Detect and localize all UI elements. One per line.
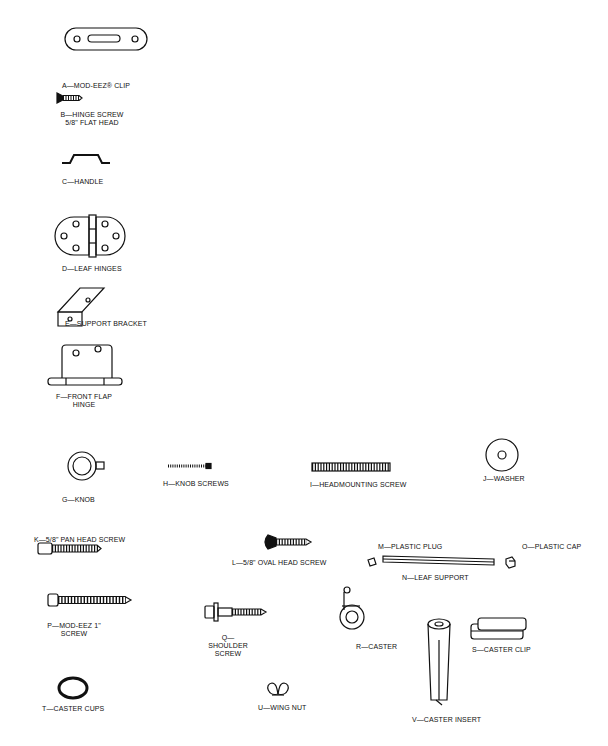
part-label: G—KNOB	[62, 496, 95, 504]
part-label: Q—SHOULDER SCREW	[202, 634, 254, 658]
leaf-support-drawing	[368, 556, 515, 568]
part-label: L—5/8" OVAL HEAD SCREW	[232, 559, 327, 567]
part-label: P—MOD-EEZ 1" SCREW	[46, 622, 102, 638]
part-label: K—5/8" PAN HEAD SCREW	[34, 536, 125, 544]
caster-insert-drawing	[428, 619, 450, 705]
part-label: T—CASTER CUPS	[42, 705, 104, 713]
part-label: D—LEAF HINGES	[62, 265, 122, 273]
part-label: A—MOD-EEZ® CLIP	[62, 82, 130, 90]
part-label: V—CASTER INSERT	[412, 716, 481, 724]
caster-clip-drawing	[471, 618, 526, 639]
part-label: U—WING NUT	[258, 704, 306, 712]
part-label: B—HINGE SCREW 5/8" FLAT HEAD	[60, 111, 124, 127]
part-label: O—PLASTIC CAP	[522, 543, 581, 551]
caster-drawing	[340, 587, 364, 629]
headmounting-screw-drawing	[312, 463, 390, 471]
part-label: C—HANDLE	[62, 178, 103, 186]
caster-cup-drawing	[59, 678, 87, 698]
part-label: N—LEAF SUPPORT	[402, 574, 469, 582]
handle-drawing	[62, 155, 110, 163]
mod-eez-screw-drawing	[48, 594, 131, 606]
knob-screw-drawing	[168, 464, 211, 469]
part-label: J—WASHER	[483, 475, 525, 483]
part-label: I—HEADMOUNTING SCREW	[310, 481, 407, 489]
front-flap-hinge-drawing	[48, 345, 122, 385]
shoulder-screw-drawing	[205, 603, 266, 621]
part-label: R—CASTER	[356, 643, 397, 651]
hinge-screw-drawing	[57, 93, 82, 103]
wing-nut-drawing	[268, 683, 289, 695]
oval-head-screw-drawing	[265, 535, 311, 549]
clip-drawing	[65, 28, 147, 50]
part-label: F—FRONT FLAP HINGE	[55, 393, 113, 409]
knob-drawing	[68, 452, 104, 480]
pan-head-screw-drawing	[38, 543, 101, 554]
washer-drawing	[486, 439, 518, 471]
part-label: M—PLASTIC PLUG	[378, 543, 442, 551]
part-label: S—CASTER CLIP	[472, 646, 531, 654]
part-label: H—KNOB SCREWS	[163, 480, 229, 488]
leaf-hinge-drawing	[55, 215, 125, 257]
part-label: E—SUPPORT BRACKET	[65, 320, 147, 328]
